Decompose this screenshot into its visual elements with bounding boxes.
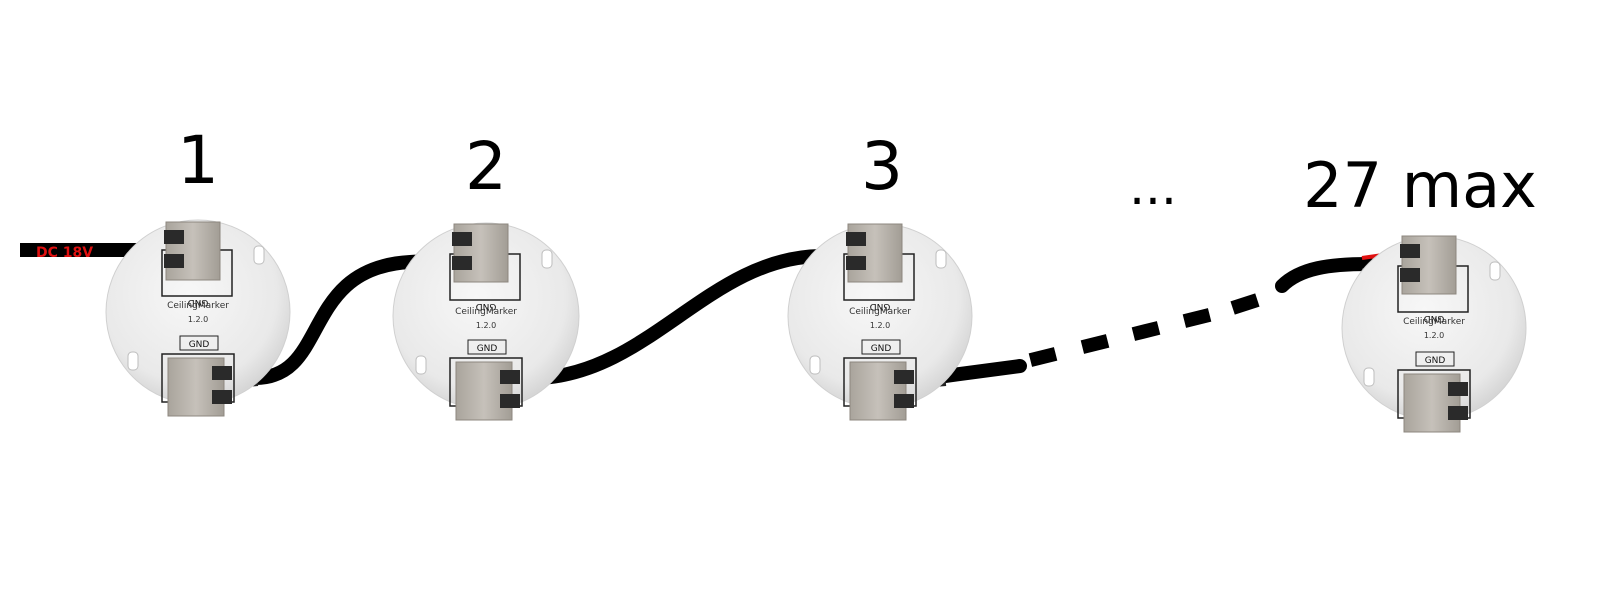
power-input-label: DC 18V (36, 245, 93, 261)
board-3-name: CeilingMarker (849, 307, 911, 317)
node-label-2: 2 (465, 128, 507, 205)
board-3-bottom-gnd: GND (871, 344, 892, 354)
chain-continuation-dashes (1028, 293, 1260, 367)
board-last-bottom-gnd: GND (1425, 356, 1446, 366)
board-last-name: CeilingMarker (1403, 317, 1465, 327)
board-1-name: CeilingMarker (167, 301, 229, 311)
board-2-name: CeilingMarker (455, 307, 517, 317)
board-1-version: 1.2.0 (188, 315, 208, 324)
board-2-bottom-gnd: GND (477, 344, 498, 354)
node-label-3: 3 (861, 128, 903, 205)
board-2: GND GND CeilingMarker 1.2.0 (392, 222, 580, 421)
board-2-top-gnd: GND (476, 301, 497, 311)
board-1: GND GND CeilingMarker 1.2.0 (105, 219, 291, 417)
board-1-bottom-gnd: GND (189, 340, 210, 350)
board-1-top-gnd: GND (188, 297, 209, 307)
board-last-version: 1.2.0 (1424, 331, 1444, 340)
board-last: GND GND CeilingMarker 1.2.0 (1341, 235, 1527, 433)
board-2-version: 1.2.0 (476, 321, 496, 330)
node-label-1: 1 (177, 122, 219, 199)
node-label-last: 27 max (1303, 149, 1537, 222)
board-3: GND GND CeilingMarker 1.2.0 (787, 223, 973, 421)
ellipsis-label: ... (1129, 158, 1177, 216)
board-last-top-gnd: GND (1424, 313, 1445, 323)
board-3-top-gnd: GND (870, 301, 891, 311)
board-3-version: 1.2.0 (870, 321, 890, 330)
